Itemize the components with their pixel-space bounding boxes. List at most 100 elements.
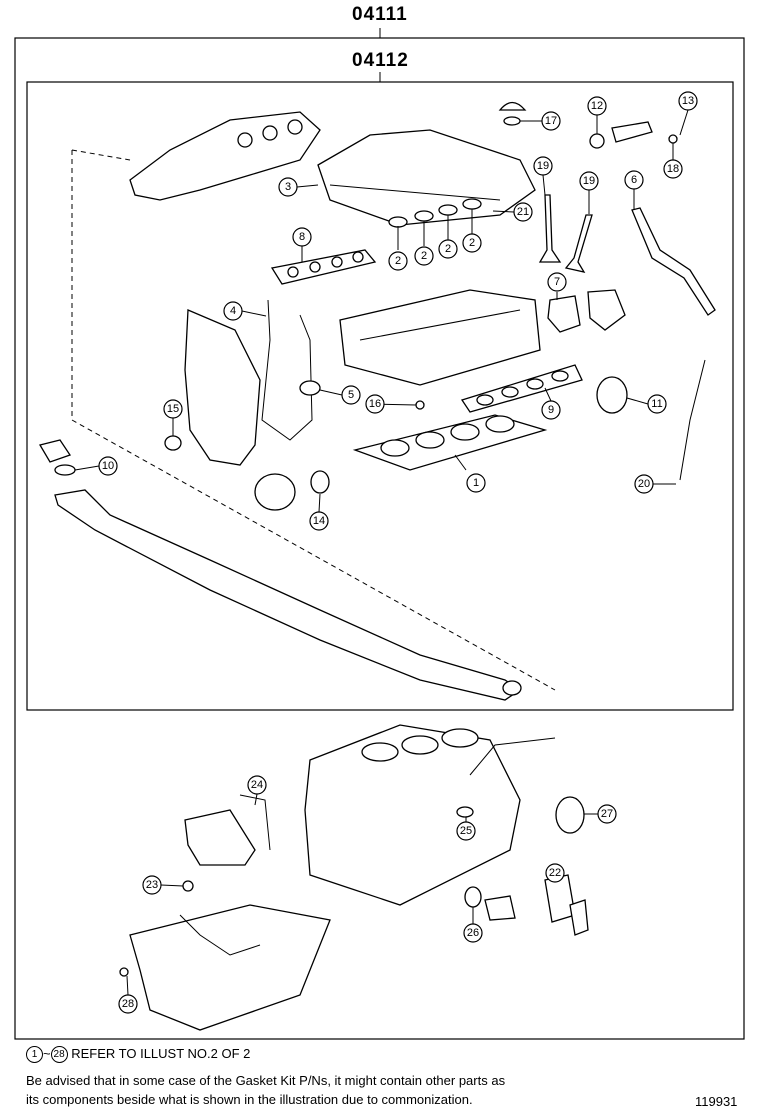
illustration-id: 119931 — [695, 1094, 738, 1109]
thermostat-housing — [587, 289, 626, 331]
callout-2c: 2 — [438, 239, 458, 259]
reference-note: 1~28 REFER TO ILLUST NO.2 OF 2 — [26, 1046, 250, 1064]
small-o-ring — [668, 134, 678, 144]
callout-2a: 2 — [388, 251, 408, 271]
dashed-group-line — [71, 149, 556, 691]
callout-leader-lines — [74, 109, 689, 996]
callout-17: 17 — [541, 111, 561, 131]
callout-24: 24 — [247, 775, 267, 795]
callout-number: 23 — [146, 879, 158, 891]
cylinder-block — [304, 724, 521, 906]
callout-number: 2 — [469, 237, 475, 249]
callout-13: 13 — [678, 91, 698, 111]
callout-number: 15 — [167, 403, 179, 415]
callout-number: 24 — [251, 779, 263, 791]
oil-filler-cap — [498, 101, 527, 111]
callout-number: 19 — [537, 160, 549, 172]
callout-25: 25 — [456, 821, 476, 841]
callout-number: 8 — [299, 231, 305, 243]
intake-valve — [538, 194, 562, 263]
callout-3: 3 — [278, 177, 298, 197]
timing-cover-gasket — [261, 299, 313, 441]
water-hose-fitting — [611, 121, 653, 143]
callout-number: 25 — [460, 825, 472, 837]
callout-number: 17 — [545, 115, 557, 127]
callout-number: 2 — [445, 243, 451, 255]
callout-number: 2 — [421, 250, 427, 262]
ref-end-number: 28 — [50, 1046, 68, 1064]
oil-level-gauge-guide — [631, 207, 716, 316]
callout-16: 16 — [365, 394, 385, 414]
callout-18: 18 — [663, 159, 683, 179]
callout-19a: 19 — [533, 156, 553, 176]
timing-cover-o-ring — [299, 380, 321, 396]
oil-level-gauge-guide-lower — [469, 737, 556, 776]
callout-number: 27 — [601, 808, 613, 820]
oil-cap-gasket — [503, 116, 521, 126]
exhaust-pipe-gasket — [54, 464, 76, 476]
exhaust-manifold-gasket — [270, 249, 377, 285]
callout-8: 8 — [292, 227, 312, 247]
callout-5: 5 — [341, 385, 361, 405]
callout-number: 28 — [122, 998, 134, 1010]
callout-10: 10 — [98, 456, 118, 476]
callout-21: 21 — [513, 202, 533, 222]
exhaust-valve — [564, 214, 593, 273]
ref-separator: ~ — [43, 1046, 51, 1061]
note-line-2: its components beside what is shown in t… — [26, 1092, 473, 1107]
oil-pan — [129, 904, 331, 1031]
camshaft-plug — [415, 400, 425, 410]
callout-number: 12 — [591, 100, 603, 112]
water-pump-o-ring — [310, 470, 330, 494]
callout-number: 13 — [682, 95, 694, 107]
oil-pump-gasket — [239, 794, 271, 851]
callout-number: 14 — [313, 515, 325, 527]
knock-sensor — [569, 899, 589, 936]
exhaust-manifold — [129, 111, 321, 201]
callout-2d: 2 — [462, 233, 482, 253]
oil-strainer-gasket — [464, 886, 482, 908]
callout-11: 11 — [647, 394, 667, 414]
callout-number: 4 — [230, 305, 236, 317]
callout-2b: 2 — [414, 246, 434, 266]
callout-1: 1 — [466, 473, 486, 493]
exhaust-pipe — [54, 489, 522, 701]
oil-pump-cover — [184, 809, 256, 866]
cylinder-head-gasket — [352, 414, 548, 471]
callout-number: 20 — [638, 478, 650, 490]
callout-number: 1 — [473, 477, 479, 489]
kit-number-outer: 04111 — [352, 4, 408, 25]
callout-number: 11 — [651, 398, 662, 410]
callout-number: 5 — [348, 389, 354, 401]
valve-cover — [317, 129, 536, 226]
callout-12: 12 — [587, 96, 607, 116]
callout-22: 22 — [545, 863, 565, 883]
drain-plug-washer — [182, 880, 194, 892]
callout-number: 7 — [554, 276, 560, 288]
exhaust-pipe-flange — [38, 439, 72, 463]
callout-number: 18 — [667, 163, 679, 175]
knock-sensor-bracket — [544, 874, 576, 923]
bypass-seal — [589, 133, 605, 149]
callout-number: 6 — [631, 174, 637, 186]
callout-number: 2 — [395, 255, 401, 267]
cylinder-head — [339, 289, 541, 386]
oil-guide-o-ring — [456, 806, 474, 818]
callout-6: 6 — [624, 170, 644, 190]
callout-15: 15 — [163, 399, 183, 419]
note-line-1: Be advised that in some case of the Gask… — [26, 1073, 506, 1088]
callout-14: 14 — [309, 511, 329, 531]
callout-4: 4 — [223, 301, 243, 321]
callout-number: 19 — [583, 175, 595, 187]
callout-number: 16 — [369, 398, 381, 410]
inner-kit-frame — [26, 81, 734, 711]
callout-number: 21 — [517, 206, 529, 218]
oil-pan-drain-plug — [119, 967, 129, 977]
outer-kit-frame — [14, 37, 745, 1040]
oil-dipstick — [679, 359, 706, 481]
callout-7: 7 — [547, 272, 567, 292]
callout-number: 22 — [549, 867, 561, 879]
callout-number: 3 — [285, 181, 291, 193]
kit-number-inner: 04112 — [352, 50, 409, 71]
